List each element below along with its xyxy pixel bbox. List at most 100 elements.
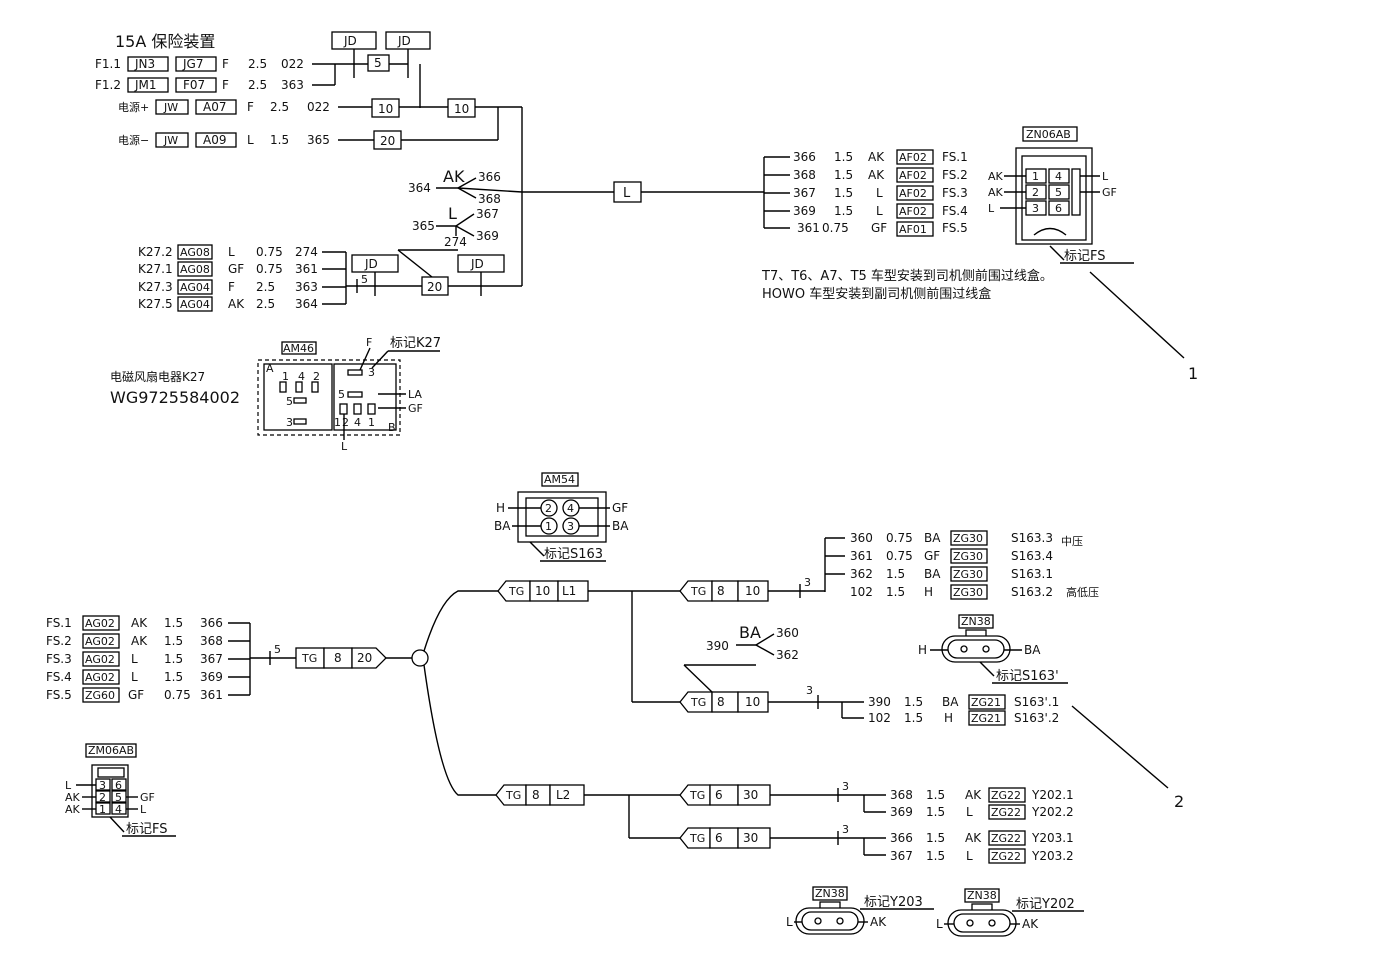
tg-label: TG <box>689 832 705 845</box>
zn06ab-pin: 6 <box>1055 202 1062 215</box>
zm06ab-right-label: L <box>140 803 147 816</box>
zm06ab-title: ZM06AB <box>88 744 134 757</box>
zn38-left: H <box>918 643 927 657</box>
tg-label: TG <box>689 789 705 802</box>
am54-pin: 2 <box>545 502 552 515</box>
zm06ab-pin: 2 <box>99 791 106 804</box>
s163-note: 高低压 <box>1066 585 1099 599</box>
relay-letter: GF <box>408 402 423 415</box>
fs-out-size: 1.5 <box>834 150 853 164</box>
tg-label: TG <box>301 652 317 665</box>
zn38-right: AK <box>1022 917 1039 931</box>
fuse-row-conn: JG7 <box>182 57 203 71</box>
am54-pin: 4 <box>567 502 574 515</box>
fs-out-conn: AF02 <box>899 205 927 218</box>
y203-color: AK <box>965 831 982 845</box>
fs-in-color: L <box>131 652 138 666</box>
zn06ab-right-label: GF <box>1102 186 1117 199</box>
splice-bottom: 274 <box>444 235 467 249</box>
am54-left-label: BA <box>494 519 511 533</box>
s163p-size: 1.5 <box>904 695 923 709</box>
relay-mark: 标记K27 <box>390 336 441 351</box>
fuse-row-size: 2.5 <box>270 100 289 114</box>
y203-conn: ZG22 <box>991 850 1021 863</box>
k27-row-color: AK <box>228 297 245 311</box>
zn06ab-left-label: AK <box>988 170 1004 183</box>
fs-out-size: 1.5 <box>834 168 853 182</box>
k27-row-size: 0.75 <box>256 245 283 259</box>
tg-label: 8 <box>532 788 540 802</box>
zn06ab-left-label: L <box>988 202 995 215</box>
fs-out-wire: 367 <box>793 186 816 200</box>
callout-2: 2 <box>1174 792 1184 811</box>
vehicle-note: T7、T6、A7、T5 车型安装到司机侧前围过线盒。 <box>761 268 1053 284</box>
tg-label: 8 <box>717 695 725 709</box>
tg-label: TG <box>690 696 706 709</box>
splice-b: 368 <box>478 192 501 206</box>
y202-size: 1.5 <box>926 788 945 802</box>
fs-in-color: AK <box>131 634 148 648</box>
y203-size: 1.5 <box>926 849 945 863</box>
k27-row-conn: AG04 <box>180 281 210 294</box>
k27-block: K27.2 AG08 L 0.75 274 K27.1 AG08 GF 0.75… <box>138 244 522 312</box>
fs-out-pin: FS.4 <box>942 204 968 218</box>
fuse-row-conn: A07 <box>203 100 226 114</box>
zn38-title: ZN38 <box>967 889 997 902</box>
fs-in-size: 1.5 <box>164 616 183 630</box>
connector-title <box>281 341 317 355</box>
am54-pin: 1 <box>545 520 552 533</box>
fs-in-size: 1.5 <box>164 634 183 648</box>
s163p-wire: 102 <box>868 711 891 725</box>
num-10: 10 <box>454 102 469 116</box>
tg-main: TG 8 20 <box>295 647 429 669</box>
k27-row-label: K27.5 <box>138 297 173 311</box>
relay-pin: 5 <box>286 395 293 408</box>
tg-label: 10 <box>745 695 760 709</box>
zn06ab-right-label: L <box>1102 170 1109 183</box>
splice-left: 365 <box>412 219 435 233</box>
y203-size: 1.5 <box>926 831 945 845</box>
tg-label: 10 <box>745 584 760 598</box>
zn06ab-pin: 5 <box>1055 186 1062 199</box>
k27-row-size: 2.5 <box>256 280 275 294</box>
tg-s163p: TG 8 10 3 <box>679 684 864 719</box>
fuse-row-color: L <box>247 133 254 147</box>
fs-out-color: AK <box>868 150 885 164</box>
relay-pin: 1 <box>368 416 375 429</box>
s163-pin: S163.1 <box>1011 567 1053 581</box>
tg-s163: TG 8 10 3 <box>679 576 825 602</box>
zn06ab-mark: 标记FS <box>1064 249 1106 264</box>
y203-color: L <box>966 849 973 863</box>
s163p-color: BA <box>942 695 959 709</box>
zm06ab-left-label: AK <box>65 791 81 804</box>
connector-zn38-y202: ZN38 L AK 标记Y202 <box>936 888 1084 937</box>
k27-row-wire: 363 <box>295 280 318 294</box>
relay-letter: F <box>366 336 372 349</box>
fs-in-color: L <box>131 670 138 684</box>
connector-zn38-s163p: ZN38 H BA 标记S163' <box>918 614 1068 684</box>
num-box <box>367 54 390 72</box>
zn06ab-pin: 3 <box>1032 202 1039 215</box>
fs-in-label: FS.1 <box>46 616 72 630</box>
fs-out-pin: FS.1 <box>942 150 968 164</box>
y202-pin: Y202.1 <box>1031 788 1074 802</box>
fs-input: FS.1 AG02 AK 1.5 366 FS.2 AG02 AK 1.5 36… <box>46 615 296 703</box>
y203-conn: ZG22 <box>991 832 1021 845</box>
k27-row-color: GF <box>228 262 244 276</box>
zn38-right: AK <box>870 915 887 929</box>
zn38-left: L <box>936 917 943 931</box>
k27-row-conn: AG04 <box>180 298 210 311</box>
s163p-pin: S163'.1 <box>1014 695 1059 709</box>
tg-label: TG <box>505 789 521 802</box>
tg-l1: TG 10 L1 <box>497 580 680 703</box>
fs-output: 366 1.5 AK AF02 FS.1 368 1.5 AK AF02 FS.… <box>763 149 968 237</box>
relay-pin: 1 <box>334 416 341 429</box>
s163p-color: H <box>944 711 953 725</box>
fs-in-conn: AG02 <box>85 635 115 648</box>
relay-letter: A <box>266 362 274 375</box>
fs-in-wire: 366 <box>200 616 223 630</box>
relay-pin: 3 <box>368 366 375 379</box>
fs-out-wire: 369 <box>793 204 816 218</box>
k27-row-wire: 361 <box>295 262 318 276</box>
s163p-conn: ZG21 <box>971 696 1001 709</box>
